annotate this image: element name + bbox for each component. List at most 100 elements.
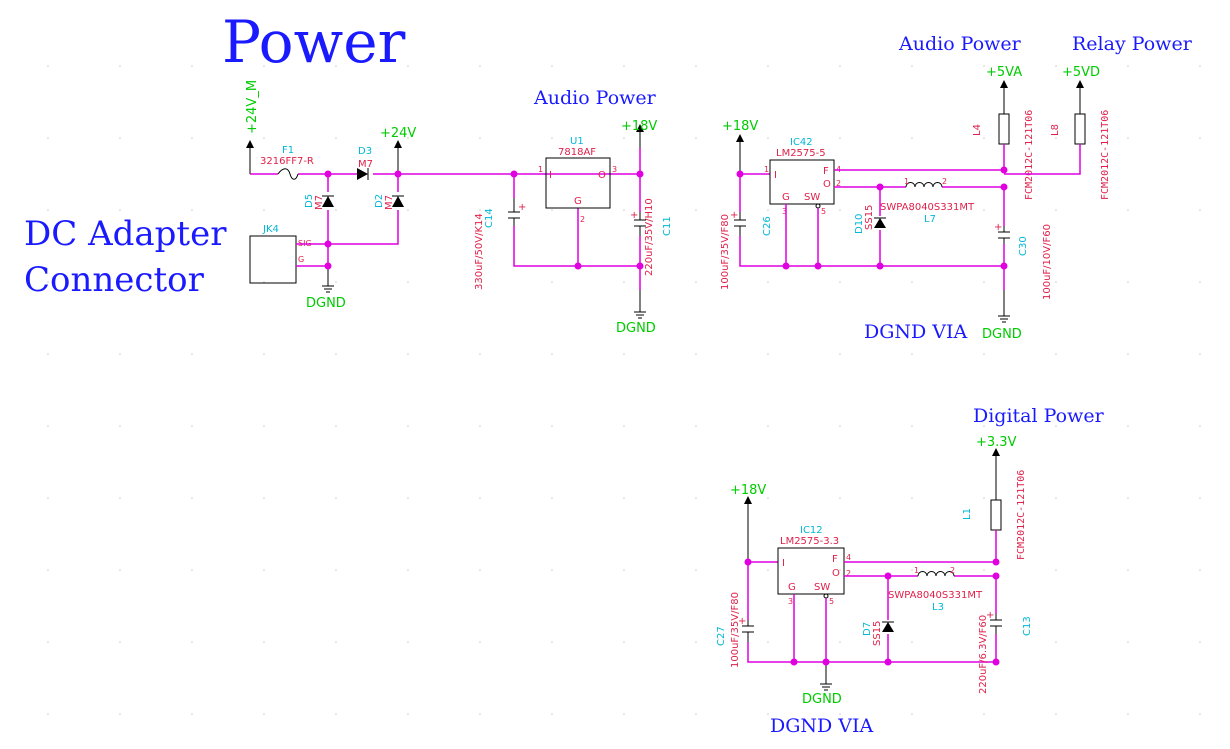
net-label-3v3: +3.3V xyxy=(976,435,1017,450)
l7-pin-1: 1 xyxy=(904,177,909,186)
u1-pin-3: 3 xyxy=(612,165,617,174)
ic12-ref: IC12 xyxy=(800,525,823,536)
l4-value: FCM2012C-121T06 xyxy=(1024,110,1035,200)
c11-value: 220uF/35V/H10 xyxy=(644,198,655,276)
ground-symbol-icon xyxy=(820,662,832,691)
l7-ref: L7 xyxy=(924,214,936,225)
c27-value: 100uF/35V/F80 xyxy=(730,592,741,668)
ic42-pin-1: 1 xyxy=(764,165,769,174)
l7-value: SWPA8040S331MT xyxy=(880,202,975,213)
diode-d2-icon xyxy=(392,196,404,207)
ic12-pin-sw: SW xyxy=(814,582,830,593)
ic42-value: LM2575-5 xyxy=(776,148,826,159)
d2-value: M7 xyxy=(384,195,395,210)
ground-symbol-icon xyxy=(322,285,334,293)
net-label-18v-c: +18V xyxy=(730,483,766,498)
inductor-l7-symbol xyxy=(905,182,943,188)
c30-value: 100uF/10V/F60 xyxy=(1042,224,1053,300)
l4-ref: L4 xyxy=(972,124,983,136)
c13-ref: C13 xyxy=(1022,616,1033,636)
jk4-pin-g: G xyxy=(298,255,304,264)
u1-pin-2: 2 xyxy=(580,215,585,224)
regulator-u1 xyxy=(545,157,611,209)
c30-plus: + xyxy=(994,222,1002,233)
ic42-pin-sw: SW xyxy=(804,192,820,203)
regulator-ic12-section: +18V + C27 100uF/35V/F80 IC12 LM2575-3.3… xyxy=(716,435,1033,707)
ground-symbol-icon xyxy=(998,290,1010,323)
c14-ref: C14 xyxy=(484,208,495,228)
l3-pin-2: 2 xyxy=(950,566,955,575)
cap-c13-symbol xyxy=(990,614,1002,634)
f1-ref: F1 xyxy=(282,145,294,156)
digital-power-title: Digital Power xyxy=(973,405,1105,427)
u1-ref: U1 xyxy=(570,136,584,147)
regulator-ic12 xyxy=(777,547,845,595)
dgnd-via-label-1: DGND VIA xyxy=(864,321,968,343)
c27-ref: C27 xyxy=(716,626,727,646)
c26-ref: C26 xyxy=(762,216,773,236)
u1-value: 7818AF xyxy=(558,147,596,158)
d2-ref: D2 xyxy=(374,194,385,208)
net-label-24v-m: +24V_M xyxy=(245,80,260,134)
net-label-dgnd-4: DGND xyxy=(802,692,842,707)
l1-ref: L1 xyxy=(962,508,973,520)
power-port-arrow-icon xyxy=(1000,80,1008,88)
d5-value: M7 xyxy=(314,195,325,210)
u1-pin-o: O xyxy=(598,170,606,181)
l8-value: FCM2012C-121T06 xyxy=(1100,110,1111,200)
ic42-pin-o: O xyxy=(823,179,831,190)
l7-pin-2: 2 xyxy=(942,177,947,186)
ic42-pin-f: F xyxy=(823,166,829,177)
jk4-ref: JK4 xyxy=(262,224,279,235)
ic42-pin-5: 5 xyxy=(821,207,826,216)
c30-ref: C30 xyxy=(1018,236,1029,256)
ic12-value: LM2575-3.3 xyxy=(780,536,839,547)
diode-d3-icon xyxy=(357,168,368,180)
ic12-pin-3: 3 xyxy=(788,597,793,606)
u1-pin-i: I xyxy=(549,170,552,181)
ground-symbol-icon xyxy=(634,290,646,319)
power-port-arrow-icon xyxy=(246,140,254,148)
d7-value: SS15 xyxy=(872,621,883,646)
f1-value: 3216FF7-R xyxy=(260,156,314,167)
ic42-pin-i: I xyxy=(774,170,777,181)
ic12-pin-2: 2 xyxy=(846,569,851,578)
power-port-arrow-icon xyxy=(1076,80,1084,88)
inductor-l3-symbol xyxy=(917,571,955,577)
dc-jack-jk4 xyxy=(249,235,297,284)
net-label-18v-b: +18V xyxy=(722,119,758,134)
power-port-arrow-icon xyxy=(736,134,744,142)
l3-pin-1: 1 xyxy=(914,566,919,575)
dc-adapter-title-line1: DC Adapter xyxy=(24,214,227,254)
ic42-pin-g: G xyxy=(782,192,790,203)
page-title: Power xyxy=(222,8,406,76)
cap-c26-symbol xyxy=(734,212,746,236)
ic42-pin-2: 2 xyxy=(836,179,841,188)
c14-value: 330uF/50V/K14 xyxy=(474,213,485,290)
d10-ref: D10 xyxy=(854,214,865,234)
c11-plus: + xyxy=(630,210,638,221)
ic12-pin-i: I xyxy=(782,558,785,569)
cap-c27-symbol xyxy=(742,620,754,642)
audio-power-title: Audio Power xyxy=(898,33,1022,55)
ic42-ref: IC42 xyxy=(790,137,813,148)
ic12-pin-f: F xyxy=(832,554,838,565)
diode-d7-icon xyxy=(882,622,894,632)
regulator-u1-section: + C14 330uF/50V/K14 U1 7818AF I O G 1 3 … xyxy=(474,119,673,336)
regulator-ic42 xyxy=(769,159,835,205)
c13-value: 220uF/6.3V/F60 xyxy=(978,615,989,694)
dc-adapter-title-line2: Connector xyxy=(24,260,205,300)
cap-c11-symbol xyxy=(634,212,646,236)
audio-power-title-u1: Audio Power xyxy=(533,87,657,109)
ic42-pin-3: 3 xyxy=(782,207,787,216)
ic12-pin-4: 4 xyxy=(846,553,851,562)
net-label-dgnd-1: DGND xyxy=(306,296,346,311)
net-label-dgnd-2: DGND xyxy=(616,321,656,336)
power-port-arrow-icon xyxy=(744,496,752,504)
d5-ref: D5 xyxy=(304,194,315,208)
ic12-pin-g: G xyxy=(788,582,796,593)
net-label-24v: +24V xyxy=(380,126,416,141)
l8-ref: L8 xyxy=(1050,124,1061,136)
